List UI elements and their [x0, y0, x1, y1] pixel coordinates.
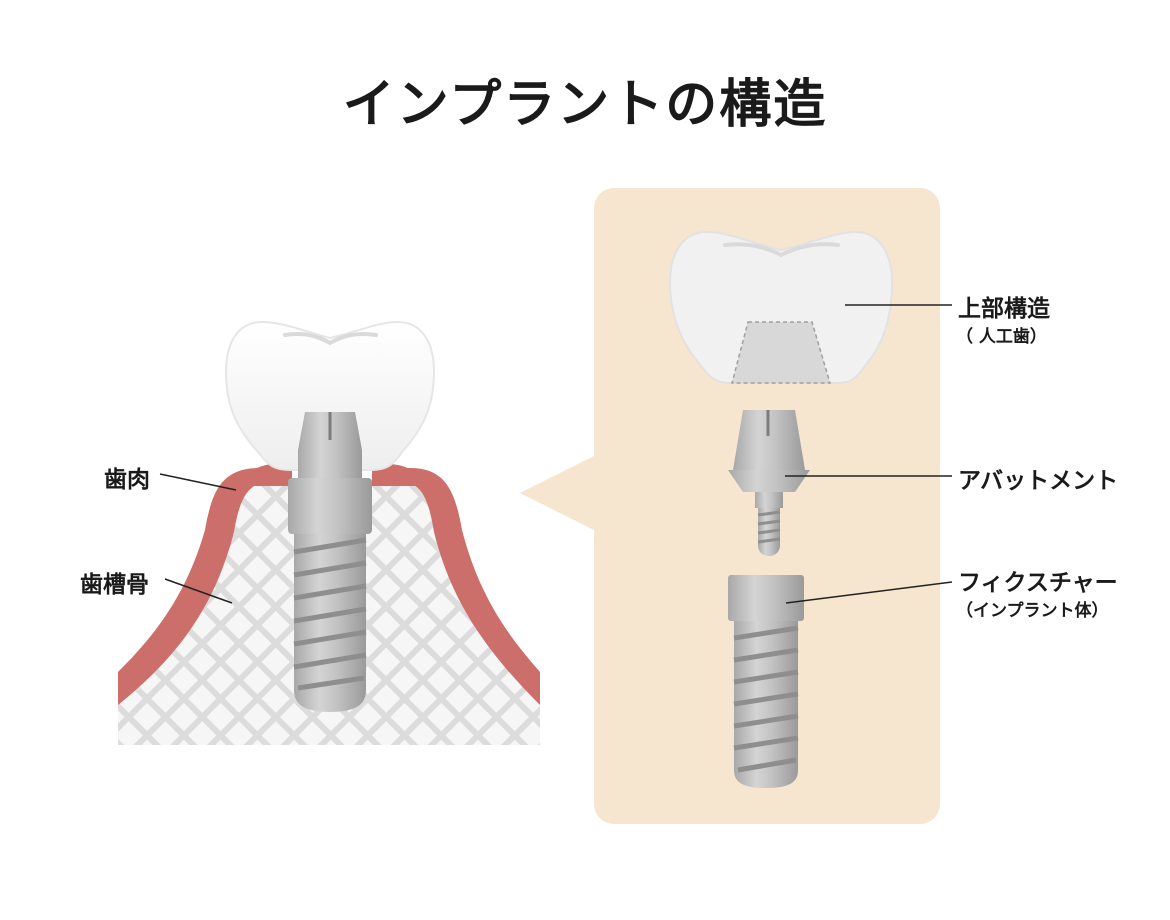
fixture-leader-line	[785, 581, 953, 604]
gum-leader-line	[159, 473, 237, 491]
page-title: インプラントの構造	[342, 75, 828, 135]
crown-part	[668, 230, 894, 384]
fixture-label: フィクスチャー	[958, 570, 1118, 596]
fixture-sub-label: （インプラント体）	[956, 601, 1109, 621]
crown-label: 上部構造	[958, 296, 1050, 322]
gum-label: 歯肉	[104, 467, 150, 493]
abutment-part	[728, 410, 810, 556]
abutment-label: アバットメント	[958, 468, 1119, 494]
fixture-part	[728, 575, 804, 788]
bone-leader-line	[164, 578, 233, 604]
gum-tissue	[118, 464, 540, 705]
left-implant	[288, 412, 372, 712]
crown-sub-label: （ 人工歯）	[956, 327, 1047, 347]
alveolar-bone-label: 歯槽骨	[80, 572, 149, 598]
left-crown	[224, 320, 436, 471]
